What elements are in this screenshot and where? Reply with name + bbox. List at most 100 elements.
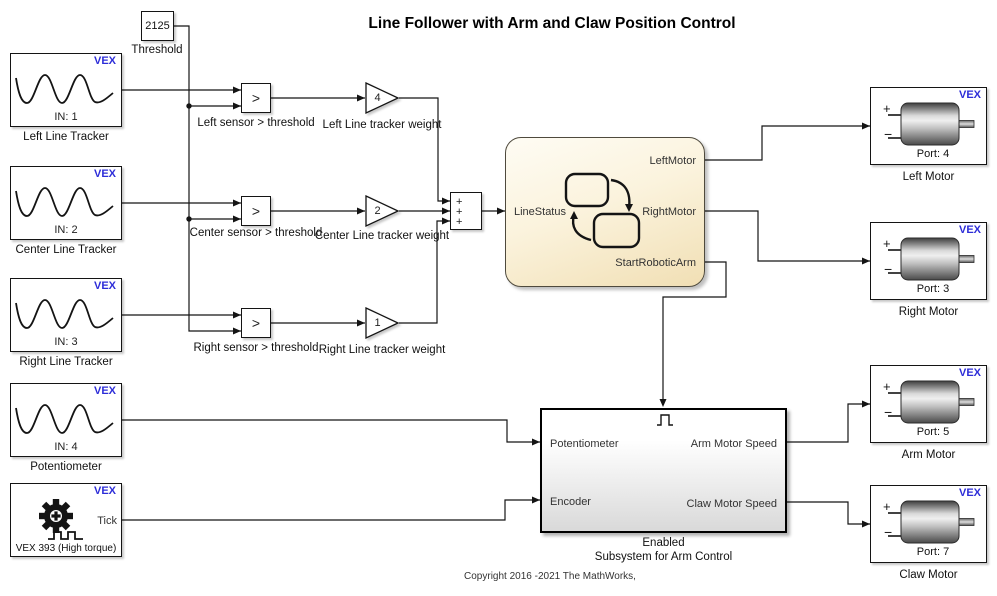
motor-port-number: Port: 4 bbox=[916, 148, 950, 160]
minus-terminal: − bbox=[884, 126, 892, 142]
vex-badge: VEX bbox=[93, 55, 116, 67]
right-line-tracker-label: Right Line Tracker bbox=[19, 356, 113, 368]
wire-right-tracker[interactable] bbox=[122, 311, 241, 319]
wire-start-robotic-arm[interactable] bbox=[659, 261, 727, 407]
chart-output-leftmotor: LeftMotor bbox=[649, 155, 696, 167]
input-port-number: IN: 2 bbox=[54, 224, 78, 236]
stateflow-chart-block[interactable]: LineStatus LeftMotor RightMotor StartRob… bbox=[505, 137, 705, 287]
center-line-tracker-label: Center Line Tracker bbox=[15, 244, 117, 256]
left-line-tracker-label: Left Line Tracker bbox=[23, 131, 109, 143]
vex-badge: VEX bbox=[93, 168, 116, 180]
wire-arm-motor-speed[interactable] bbox=[787, 400, 870, 443]
vex-badge: VEX bbox=[93, 485, 116, 497]
center-line-tracker-block[interactable]: VEX IN: 2 bbox=[10, 166, 122, 240]
left-gain-label: Left Line tracker weight bbox=[322, 119, 442, 131]
right-compare-block[interactable]: > bbox=[241, 308, 271, 338]
minus-terminal: − bbox=[884, 404, 892, 420]
wire-center-tracker[interactable] bbox=[122, 199, 241, 207]
wire-gain1-sum[interactable] bbox=[399, 97, 450, 205]
sine-wave-icon bbox=[15, 404, 114, 434]
chart-output-rightmotor: RightMotor bbox=[642, 206, 696, 218]
left-compare-block[interactable]: > bbox=[241, 83, 271, 113]
state-machine-icon bbox=[564, 172, 641, 249]
right-motor-label: Right Motor bbox=[898, 306, 959, 318]
motor-icon: + − bbox=[883, 236, 975, 281]
claw-motor-block[interactable]: VEX + − Port: 7 bbox=[870, 485, 987, 563]
potentiometer-block[interactable]: VEX IN: 4 bbox=[10, 383, 122, 457]
square-wave-icon bbox=[48, 531, 83, 540]
vex-393-name: VEX 393 (High torque) bbox=[15, 543, 117, 554]
subsystem-input-potentiometer: Potentiometer bbox=[550, 438, 619, 450]
gain-value: 1 bbox=[374, 317, 381, 329]
center-gain-block[interactable]: 2 bbox=[365, 194, 400, 228]
potentiometer-label: Potentiometer bbox=[30, 461, 102, 473]
right-line-tracker-block[interactable]: VEX IN: 3 bbox=[10, 278, 122, 352]
threshold-constant-block[interactable]: 2125 bbox=[141, 11, 174, 41]
wire-threshold[interactable] bbox=[174, 25, 241, 335]
motor-icon: + − bbox=[883, 379, 975, 424]
right-motor-block[interactable]: VEX + − Port: 3 bbox=[870, 222, 987, 300]
wire-gain3-sum[interactable] bbox=[399, 217, 450, 324]
gain-triangle-icon bbox=[365, 194, 400, 228]
right-gain-label: Right Line tracker weight bbox=[318, 344, 446, 356]
gain-triangle-icon bbox=[365, 306, 400, 340]
enabled-subsystem-block[interactable]: Potentiometer Encoder Arm Motor Speed Cl… bbox=[540, 408, 787, 533]
vex-badge: VEX bbox=[958, 89, 981, 101]
wire-gain2-sum[interactable] bbox=[399, 207, 450, 215]
gain-triangle-icon bbox=[365, 81, 400, 115]
input-port-number: IN: 3 bbox=[54, 336, 78, 348]
left-line-tracker-block[interactable]: VEX IN: 1 bbox=[10, 53, 122, 127]
vex-badge: VEX bbox=[93, 385, 116, 397]
right-compare-label: Right sensor > threshold bbox=[193, 342, 319, 354]
left-motor-label: Left Motor bbox=[902, 171, 955, 183]
wire-tick-subsystem[interactable] bbox=[122, 496, 540, 521]
subsystem-label-line1: Enabled bbox=[642, 537, 685, 549]
left-compare-label: Left sensor > threshold bbox=[197, 117, 315, 129]
copyright-note: Copyright 2016 -2021 The MathWorks, bbox=[464, 571, 636, 582]
compare-operator: > bbox=[251, 315, 261, 331]
compare-operator: > bbox=[251, 90, 261, 106]
sum-sign: + bbox=[456, 206, 463, 218]
diagram-title: Line Follower with Arm and Claw Position… bbox=[368, 15, 736, 32]
vex-393-block[interactable]: VEX Tick VEX 393 (High torque) bbox=[10, 483, 122, 557]
sum-sign: + bbox=[456, 196, 463, 208]
threshold-label: Threshold bbox=[131, 44, 183, 56]
subsystem-input-encoder: Encoder bbox=[550, 496, 591, 508]
plus-terminal: + bbox=[883, 101, 891, 116]
chart-output-startroboticarm: StartRoboticArm bbox=[615, 257, 696, 269]
vex-badge: VEX bbox=[958, 487, 981, 499]
subsystem-output-claw-motor-speed: Claw Motor Speed bbox=[686, 498, 778, 510]
wire-cmp1-gain1[interactable] bbox=[271, 94, 365, 102]
motor-port-number: Port: 3 bbox=[916, 283, 950, 295]
wire-potentiometer-subsystem[interactable] bbox=[122, 419, 540, 446]
input-port-number: IN: 1 bbox=[54, 111, 78, 123]
vex-badge: VEX bbox=[93, 280, 116, 292]
wire-leftmotor[interactable] bbox=[705, 122, 870, 161]
left-motor-block[interactable]: VEX + − Port: 4 bbox=[870, 87, 987, 165]
center-compare-label: Center sensor > threshold bbox=[189, 227, 323, 239]
plus-terminal: + bbox=[883, 379, 891, 394]
center-compare-block[interactable]: > bbox=[241, 196, 271, 226]
wire-cmp3-gain3[interactable] bbox=[271, 319, 365, 327]
subsystem-output-arm-motor-speed: Arm Motor Speed bbox=[690, 438, 777, 450]
gear-icon bbox=[39, 499, 73, 533]
enable-port-icon bbox=[657, 414, 673, 426]
sine-wave-icon bbox=[15, 187, 114, 217]
vex-badge: VEX bbox=[958, 367, 981, 379]
left-gain-block[interactable]: 4 bbox=[365, 81, 400, 115]
wire-claw-motor-speed[interactable] bbox=[787, 501, 870, 528]
wire-sum-chart[interactable] bbox=[482, 207, 505, 215]
wire-left-tracker[interactable] bbox=[122, 86, 241, 94]
right-gain-block[interactable]: 1 bbox=[365, 306, 400, 340]
sum-sign: + bbox=[456, 216, 463, 228]
wire-cmp2-gain2[interactable] bbox=[271, 207, 365, 215]
arm-motor-block[interactable]: VEX + − Port: 5 bbox=[870, 365, 987, 443]
sum-block[interactable]: + + + bbox=[450, 192, 482, 230]
plus-terminal: + bbox=[883, 499, 891, 514]
wire-rightmotor[interactable] bbox=[705, 210, 870, 265]
minus-terminal: − bbox=[884, 524, 892, 540]
motor-port-number: Port: 5 bbox=[916, 426, 950, 438]
sine-wave-icon bbox=[15, 74, 114, 104]
claw-motor-label: Claw Motor bbox=[899, 569, 958, 581]
